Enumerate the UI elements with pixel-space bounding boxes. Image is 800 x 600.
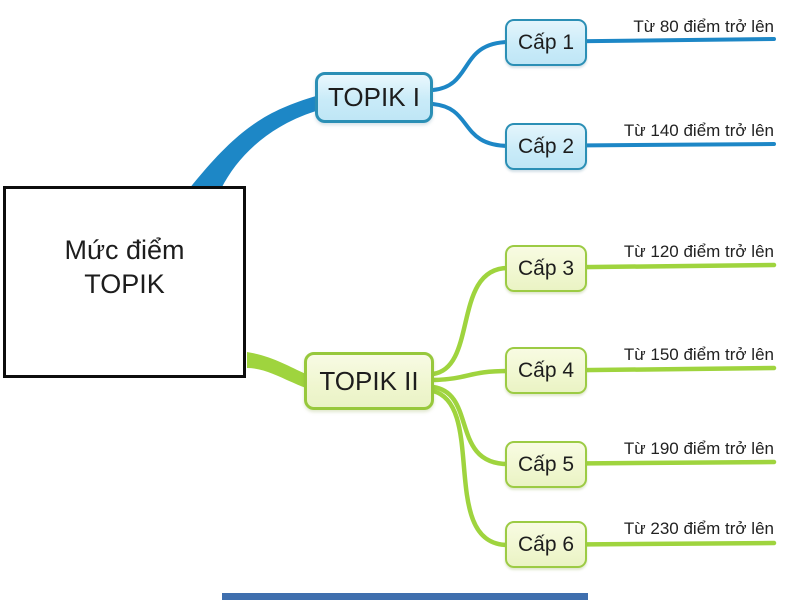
leaf-cap1-label: Cấp 1	[517, 30, 575, 54]
root-label-line1: Mức điểm	[64, 235, 185, 266]
branch-topik1-label: TOPIK I	[328, 82, 420, 112]
connector-topik2-cap3	[430, 262, 777, 377]
connector-topik2-cap5	[430, 384, 777, 467]
score-label-cap3: Từ 120 điểm trở lên	[623, 242, 774, 261]
leaf-cap3-label: Cấp 3	[517, 256, 575, 280]
leaf-cap5-label: Cấp 5	[517, 452, 575, 476]
leaf-cap2-label: Cấp 2	[517, 134, 575, 158]
leaf-node-cap1: Cấp 1	[505, 19, 587, 66]
root-node-label: Mức điểm TOPIK	[64, 234, 184, 302]
root-label-line2: TOPIK	[84, 269, 165, 299]
leaf-node-cap3: Cấp 3	[505, 245, 587, 292]
leaf-cap6-label: Cấp 6	[517, 532, 575, 556]
leaf-cap4-label: Cấp 4	[517, 358, 575, 382]
leaf-node-cap6: Cấp 6	[505, 521, 587, 568]
score-label-cap6: Từ 230 điểm trở lên	[623, 519, 774, 538]
connector-root-topik1	[189, 96, 316, 189]
root-node: Mức điểm TOPIK	[3, 186, 246, 378]
branch-node-topik1: TOPIK I	[315, 72, 433, 123]
score-label-cap2: Từ 140 điểm trở lên	[623, 121, 774, 140]
connector-topik2-cap6	[430, 388, 777, 548]
branch-topik2-label: TOPIK II	[319, 365, 419, 396]
bottom-bar	[222, 593, 588, 600]
leaf-node-cap4: Cấp 4	[505, 347, 587, 394]
connector-root-topik2	[247, 352, 306, 388]
connector-topik1-cap2	[431, 102, 776, 149]
score-label-cap1: Từ 80 điểm trở lên	[633, 17, 774, 36]
leaf-node-cap2: Cấp 2	[505, 123, 587, 170]
connector-topik1-cap1	[431, 37, 776, 92]
score-label-cap5: Từ 190 điểm trở lên	[623, 439, 774, 458]
branch-node-topik2: TOPIK II	[304, 352, 434, 410]
score-label-cap4: Từ 150 điểm trở lên	[623, 345, 774, 364]
connector-topik2-cap4	[430, 365, 777, 383]
leaf-node-cap5: Cấp 5	[505, 441, 587, 488]
